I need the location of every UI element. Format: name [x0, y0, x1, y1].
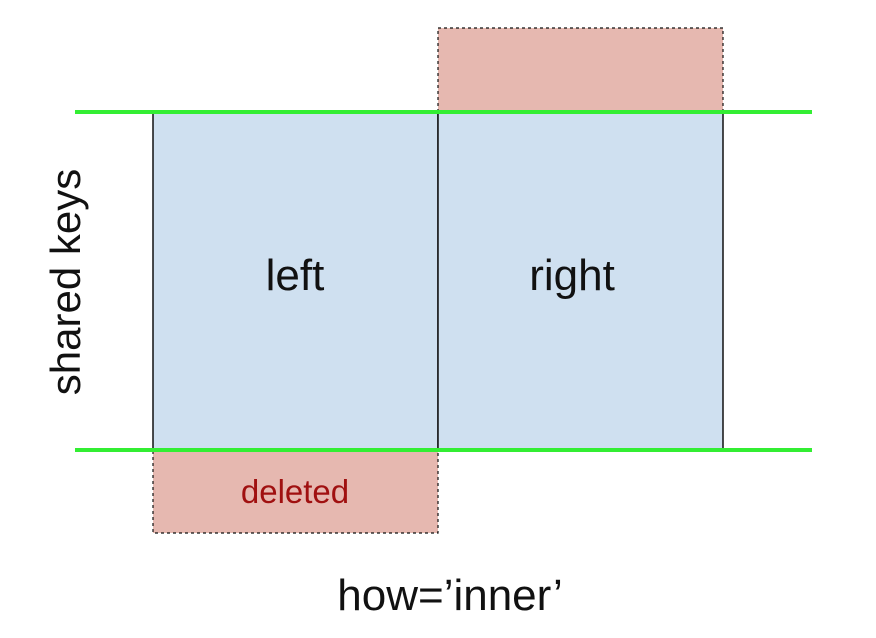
left-table: [152, 111, 439, 451]
left-label: left: [266, 251, 325, 300]
right-label: right: [529, 251, 615, 300]
left-deleted-region: [152, 449, 439, 534]
right-deleted-region: [437, 27, 724, 113]
right-table: [437, 111, 724, 451]
side-label: shared keys: [42, 169, 89, 395]
caption: how=’inner’: [337, 571, 562, 620]
deleted-label: deleted: [241, 473, 349, 510]
